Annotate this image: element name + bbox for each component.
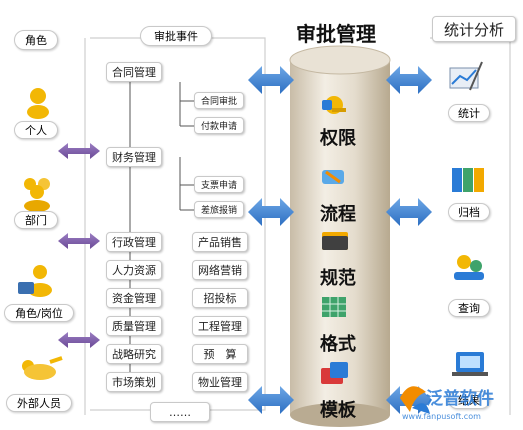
stats-archive[interactable]: 归档 xyxy=(448,203,490,221)
folder-icon xyxy=(322,232,348,250)
stats-query[interactable]: 查询 xyxy=(448,299,490,317)
role-individual[interactable]: 个人 xyxy=(14,121,58,139)
event-bidding[interactable]: 招投标 xyxy=(192,288,248,308)
event-hr[interactable]: 人力资源 xyxy=(106,260,162,280)
event-quality[interactable]: 质量管理 xyxy=(106,316,162,336)
workflow-icon xyxy=(322,170,344,184)
role-position-icon xyxy=(18,265,52,297)
roles-title: 角色 xyxy=(14,30,58,50)
arrow-roles-events-1 xyxy=(58,143,100,159)
template-icon xyxy=(321,362,348,384)
arrow-events-cylinder-1 xyxy=(248,66,294,94)
role-external[interactable]: 外部人员 xyxy=(6,394,72,412)
more-events[interactable]: …… xyxy=(150,402,210,422)
contract-approval[interactable]: 合同审批 xyxy=(194,92,244,109)
event-strategy[interactable]: 战略研究 xyxy=(106,344,162,364)
event-budget[interactable]: 预 算 xyxy=(192,344,248,364)
stats-title: 统计分析 xyxy=(432,16,516,42)
arrow-events-cylinder-3 xyxy=(248,386,294,414)
feature-template[interactable]: 模板 xyxy=(320,400,356,421)
event-property[interactable]: 物业管理 xyxy=(192,372,248,392)
feature-permission[interactable]: 权限 xyxy=(320,128,356,149)
event-admin[interactable]: 行政管理 xyxy=(106,232,162,252)
center-title: 审批管理 xyxy=(296,22,376,46)
arrow-events-cylinder-2 xyxy=(248,198,294,226)
binders-icon xyxy=(452,168,484,192)
cylinder-bottom xyxy=(290,403,390,427)
event-engineering[interactable]: 工程管理 xyxy=(192,316,248,336)
feature-workflow[interactable]: 流程 xyxy=(320,204,356,225)
payment-request[interactable]: 付款申请 xyxy=(194,117,244,134)
format-grid-icon xyxy=(322,297,346,317)
watermark-url: www.fanpusoft.com xyxy=(402,412,481,421)
arrow-roles-events-2 xyxy=(58,233,100,249)
external-person-icon xyxy=(22,356,63,380)
stats-statistics[interactable]: 统计 xyxy=(448,104,490,122)
check-request[interactable]: 支票申请 xyxy=(194,176,244,193)
event-funds[interactable]: 资金管理 xyxy=(106,288,162,308)
events-title: 审批事件 xyxy=(140,26,212,46)
event-sales[interactable]: 产品销售 xyxy=(192,232,248,252)
role-department[interactable]: 部门 xyxy=(14,211,58,229)
cylinder-top xyxy=(289,45,391,75)
feature-standard[interactable]: 规范 xyxy=(320,268,356,289)
key-icon xyxy=(322,96,346,114)
contract-management[interactable]: 合同管理 xyxy=(106,62,162,82)
event-online-marketing[interactable]: 网络营销 xyxy=(192,260,248,280)
result-monitor-icon xyxy=(452,352,488,376)
people-icon-department xyxy=(24,178,50,212)
event-marketing[interactable]: 市场策划 xyxy=(106,372,162,392)
feature-format[interactable]: 格式 xyxy=(320,334,356,355)
chart-pen-icon xyxy=(449,61,483,91)
watermark-brand: 泛普软件 xyxy=(426,389,494,409)
travel-reimbursement[interactable]: 差旅报销 xyxy=(194,201,244,218)
arrow-cylinder-stats-2 xyxy=(386,198,432,226)
brand-logo-icon xyxy=(400,386,430,414)
contract-branch xyxy=(179,82,196,127)
person-icon-individual xyxy=(27,88,49,119)
stats-result[interactable]: 结果 xyxy=(448,391,490,409)
finance-branch xyxy=(179,157,196,211)
arrow-cylinder-stats-1 xyxy=(386,66,432,94)
arrow-roles-events-3 xyxy=(58,332,100,348)
search-people-icon xyxy=(454,255,484,280)
finance-management[interactable]: 财务管理 xyxy=(106,147,162,167)
role-position[interactable]: 角色/岗位 xyxy=(4,304,74,322)
